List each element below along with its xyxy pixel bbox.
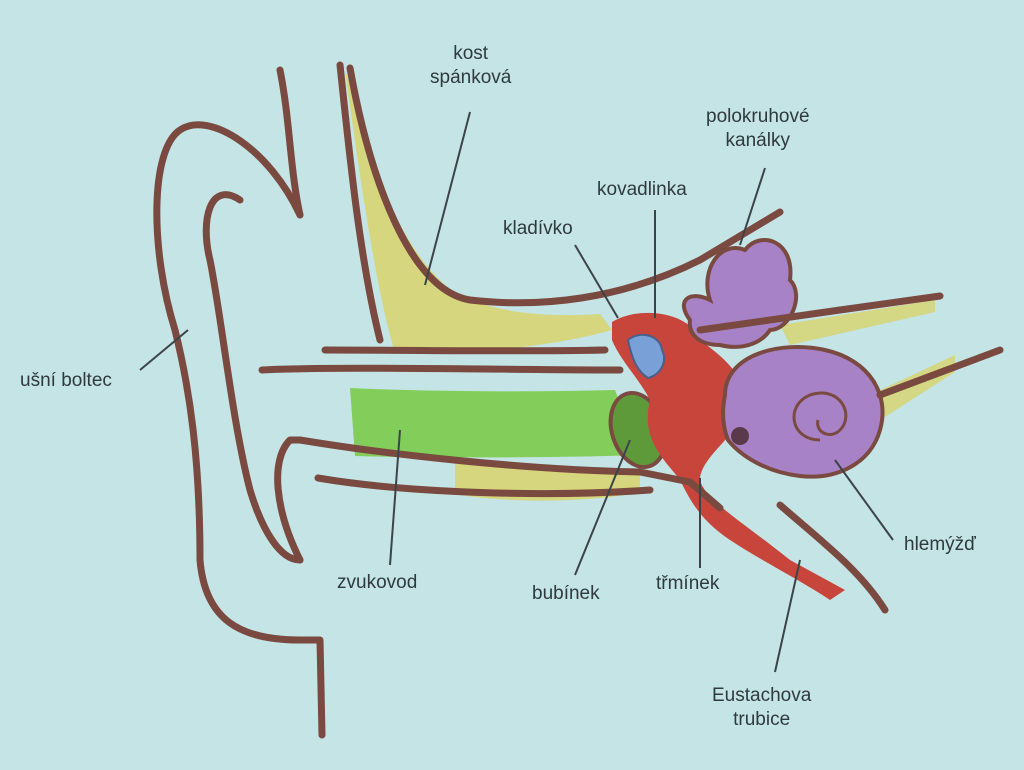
label-eustachian-tube: Eustachova trubice (712, 685, 812, 731)
leader-temporal-bone (424, 111, 471, 286)
leader-lines (139, 111, 894, 673)
leader-ear-canal (389, 429, 401, 566)
ear-outline (153, 61, 1004, 739)
ossicles-shape (612, 312, 845, 600)
bone-right-upper (780, 300, 935, 345)
label-auricle: ušní boltec (20, 370, 112, 391)
label-cochlea: hlemýžď (904, 534, 976, 555)
temporal-bone-shape (345, 70, 612, 353)
label-incus: kovadlinka (597, 179, 687, 200)
ear-canal-shape (350, 388, 640, 458)
label-temporal-bone: kost spánková (430, 43, 512, 89)
leader-malleus (574, 244, 619, 319)
round-window (731, 427, 749, 445)
label-semicircular-canals: polokruhové kanálky (706, 106, 810, 152)
leader-eardrum (574, 439, 631, 576)
label-eardrum: bubínek (532, 583, 600, 604)
label-malleus: kladívko (503, 218, 573, 239)
leader-cochlea (834, 459, 894, 541)
label-stapes: třmínek (656, 573, 720, 594)
cochlea-spiral (792, 391, 848, 442)
leader-auricle (139, 329, 189, 371)
label-ear-canal: zvukovod (337, 572, 418, 593)
leader-semicircular-canals (739, 167, 766, 246)
cochlea-shape (721, 345, 885, 479)
leader-eustachian-tube (774, 559, 801, 673)
malleus-blue (626, 333, 666, 380)
